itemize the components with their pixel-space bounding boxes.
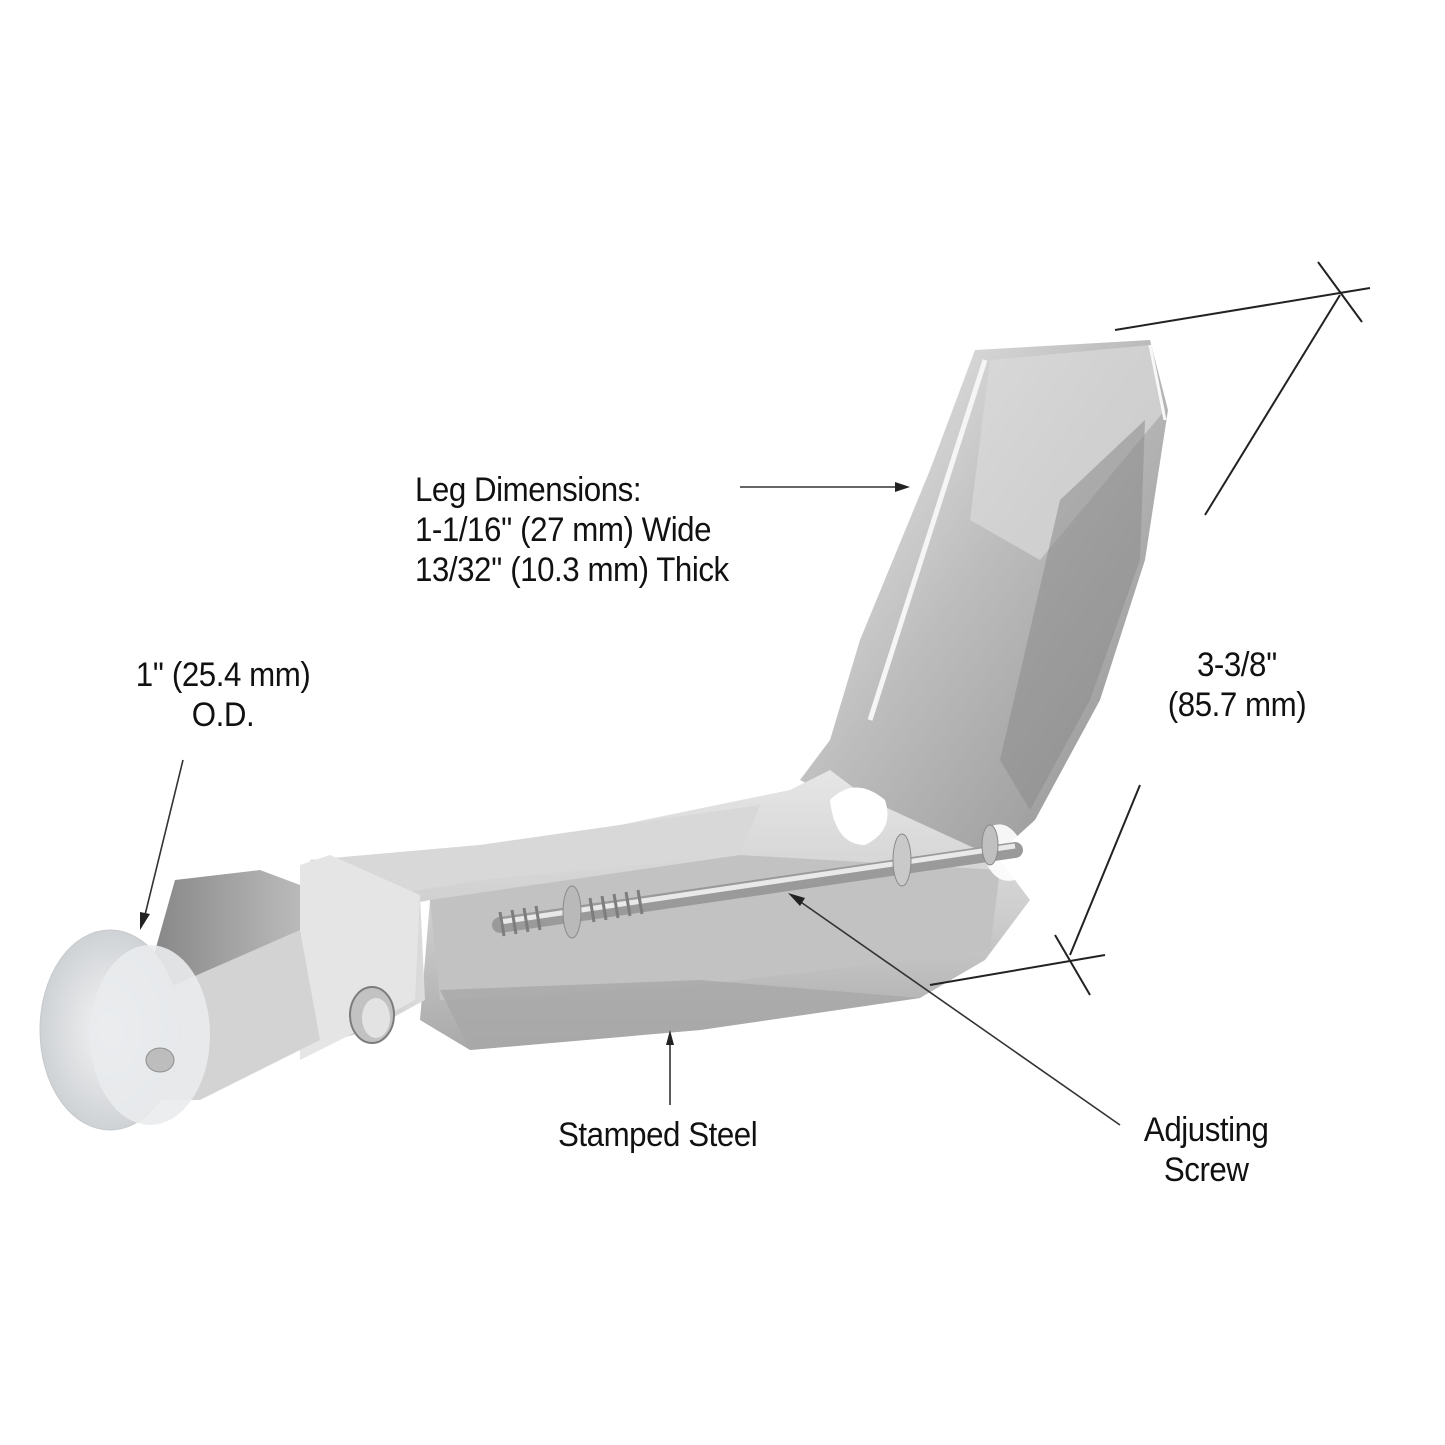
dimension-lines [929,261,1371,996]
roller-wheel [39,929,210,1131]
material-callout: Stamped Steel [558,1115,758,1155]
overall-height-inches: 3-3/8'' [1196,646,1278,684]
wheel-od-label: O.D. [191,696,255,734]
adjusting-screw-line2: Screw [1163,1151,1249,1189]
leg-upright [800,340,1168,870]
leader-lines [140,482,1121,1126]
wheel-od-size: 1'' (25.4 mm) [135,656,311,694]
overall-height-callout: 3-3/8'' (85.7 mm) [1145,645,1329,725]
leg-dimensions-callout: Leg Dimensions: 1-1/16'' (27 mm) Wide 13… [415,470,729,590]
channel-hole [830,787,888,845]
overall-height-mm: (85.7 mm) [1167,686,1307,724]
adjusting-screw-line1: Adjusting [1143,1111,1269,1149]
pivot-pin [349,986,395,1044]
adjusting-screw [492,824,1023,939]
leg-dimensions-title: Leg Dimensions: [415,471,642,509]
material-label: Stamped Steel [558,1116,758,1154]
axle-rivet [145,1047,175,1073]
leg-width-value: 1-1/16'' (27 mm) Wide [415,511,712,549]
adjusting-screw-callout: Adjusting Screw [1128,1110,1284,1190]
leg-thickness-value: 13/32'' (10.3 mm) Thick [415,551,729,589]
wheel-od-callout: 1'' (25.4 mm) O.D. [108,655,338,735]
